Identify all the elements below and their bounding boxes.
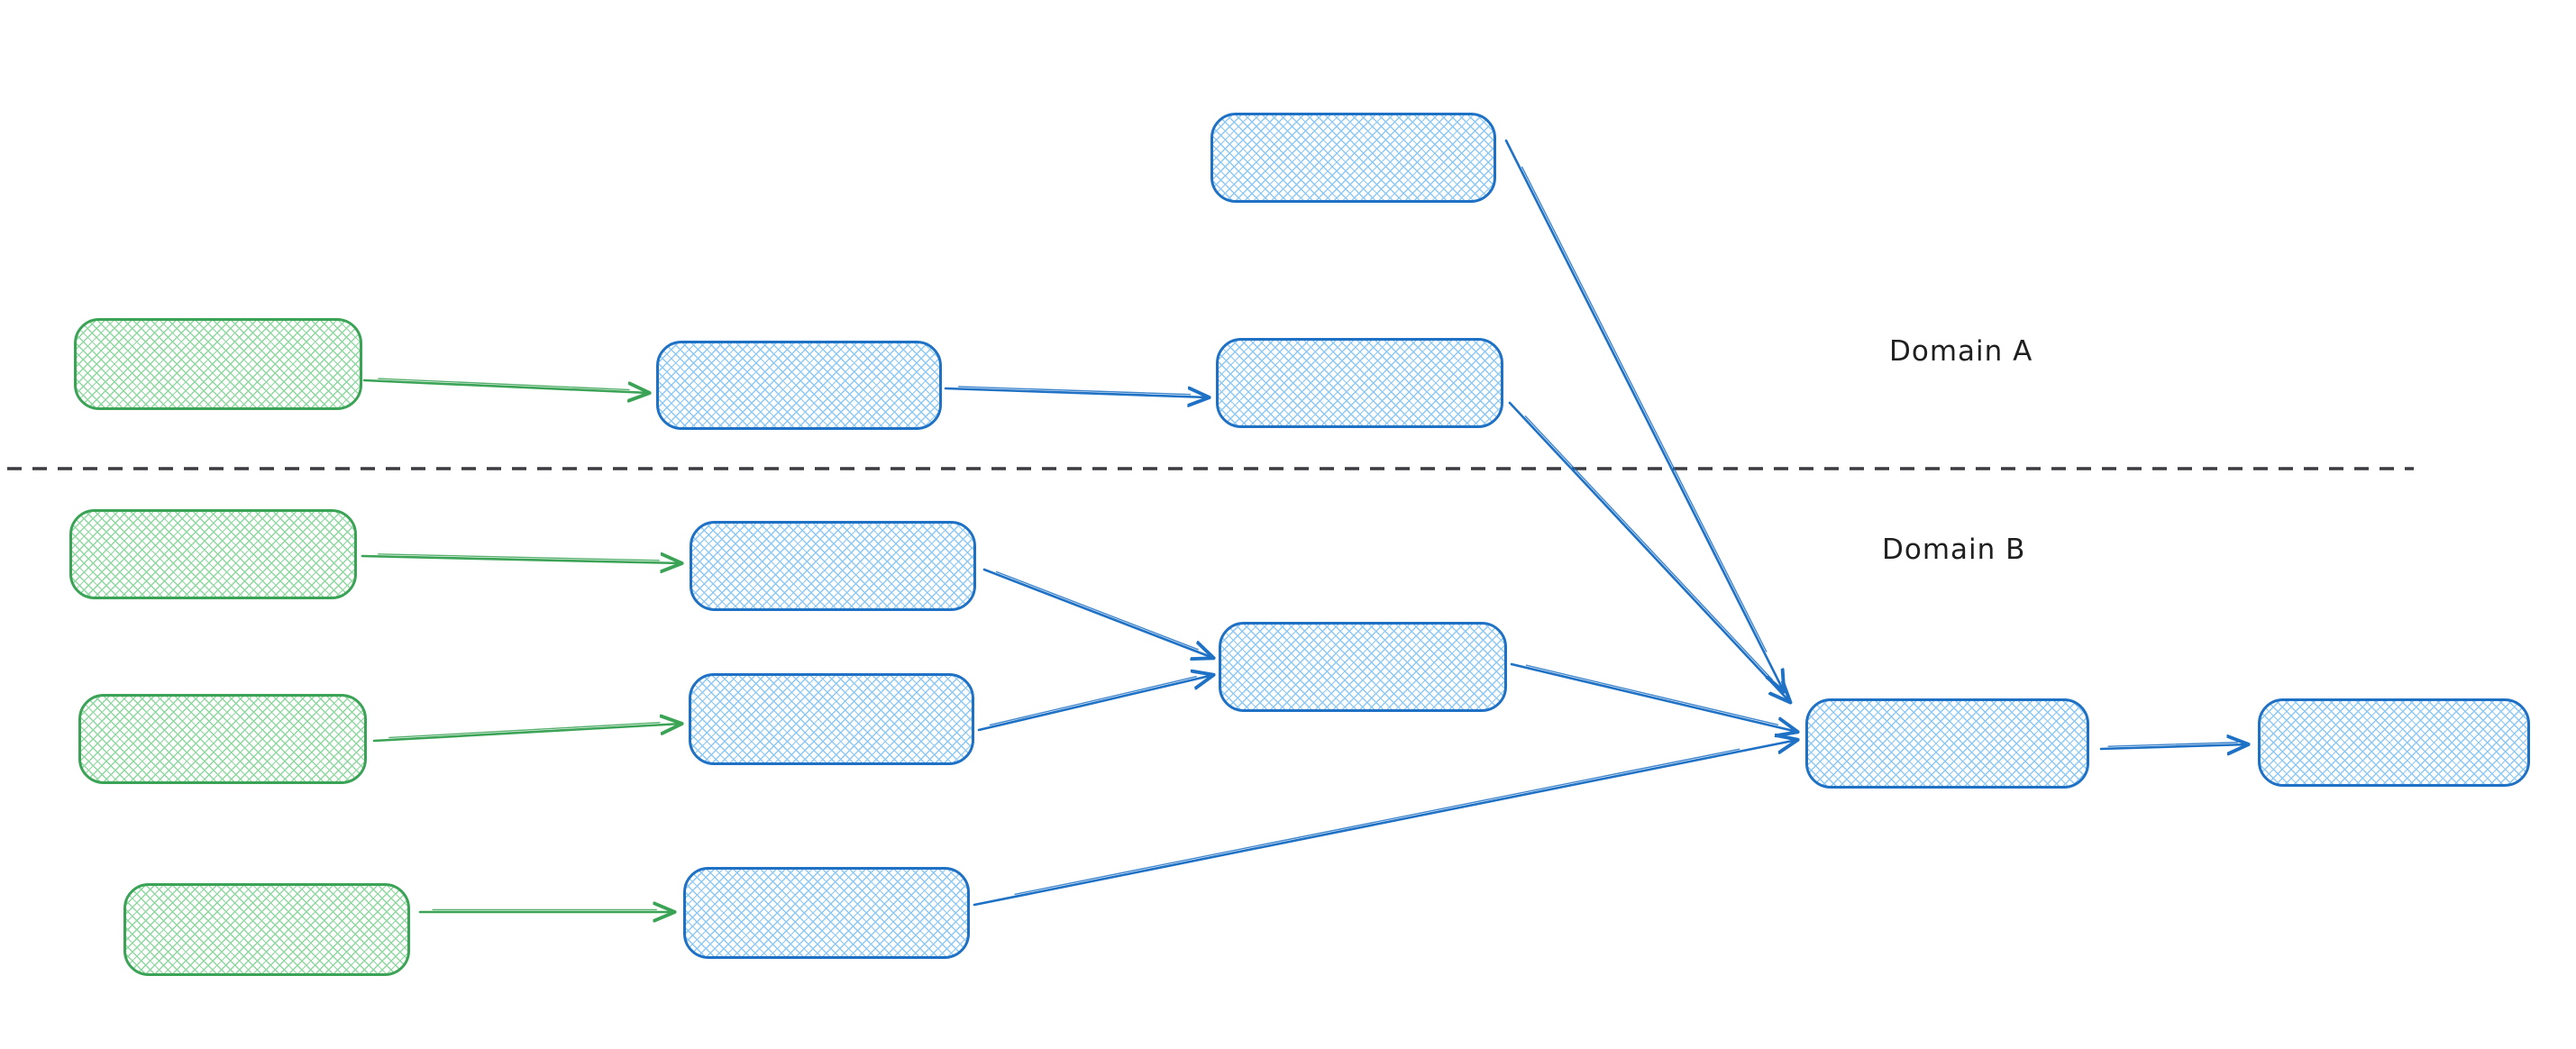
edge-domain-b-step-3-to-sink	[973, 740, 1797, 907]
edge-domain-b-green-source-2-to-domain-b-step-2	[372, 723, 681, 743]
node-domain-a-green-source[interactable]	[74, 318, 362, 410]
node-domain-a-step-1[interactable]	[656, 341, 942, 430]
edge-domain-b-step-2-to-domain-b-merge	[977, 675, 1213, 732]
edge-domain-a-green-source-to-domain-a-step-1	[362, 378, 649, 393]
node-domain-b-step-3[interactable]	[683, 867, 970, 959]
edge-domain-a-step-2-to-sink	[1508, 401, 1790, 702]
edge-domain-b-step-1-to-domain-b-merge	[982, 568, 1213, 658]
domain-b-label: Domain B	[1882, 534, 2026, 566]
domain-a-label: Domain A	[1889, 335, 2033, 368]
node-domain-b-green-source-3[interactable]	[123, 883, 410, 976]
node-domain-b-green-source-1[interactable]	[69, 509, 357, 599]
edge-sink-to-final-output	[2099, 743, 2248, 749]
node-sink[interactable]	[1805, 698, 2089, 789]
edge-domain-b-merge-to-sink	[1510, 662, 1797, 732]
node-domain-a-step-2[interactable]	[1216, 338, 1503, 428]
edge-domain-a-top-source-to-sink	[1504, 139, 1784, 691]
edge-domain-a-step-1-to-domain-a-step-2	[944, 386, 1209, 397]
node-domain-b-step-1[interactable]	[690, 521, 976, 611]
node-domain-b-step-2[interactable]	[689, 673, 974, 765]
edge-domain-b-green-source-3-to-domain-b-step-3	[418, 909, 674, 912]
node-final-output[interactable]	[2258, 698, 2530, 787]
node-domain-a-top-source[interactable]	[1210, 113, 1496, 203]
edge-domain-b-green-source-1-to-domain-b-step-1	[361, 554, 681, 563]
node-domain-b-merge[interactable]	[1219, 622, 1507, 712]
node-domain-b-green-source-2[interactable]	[78, 694, 367, 784]
